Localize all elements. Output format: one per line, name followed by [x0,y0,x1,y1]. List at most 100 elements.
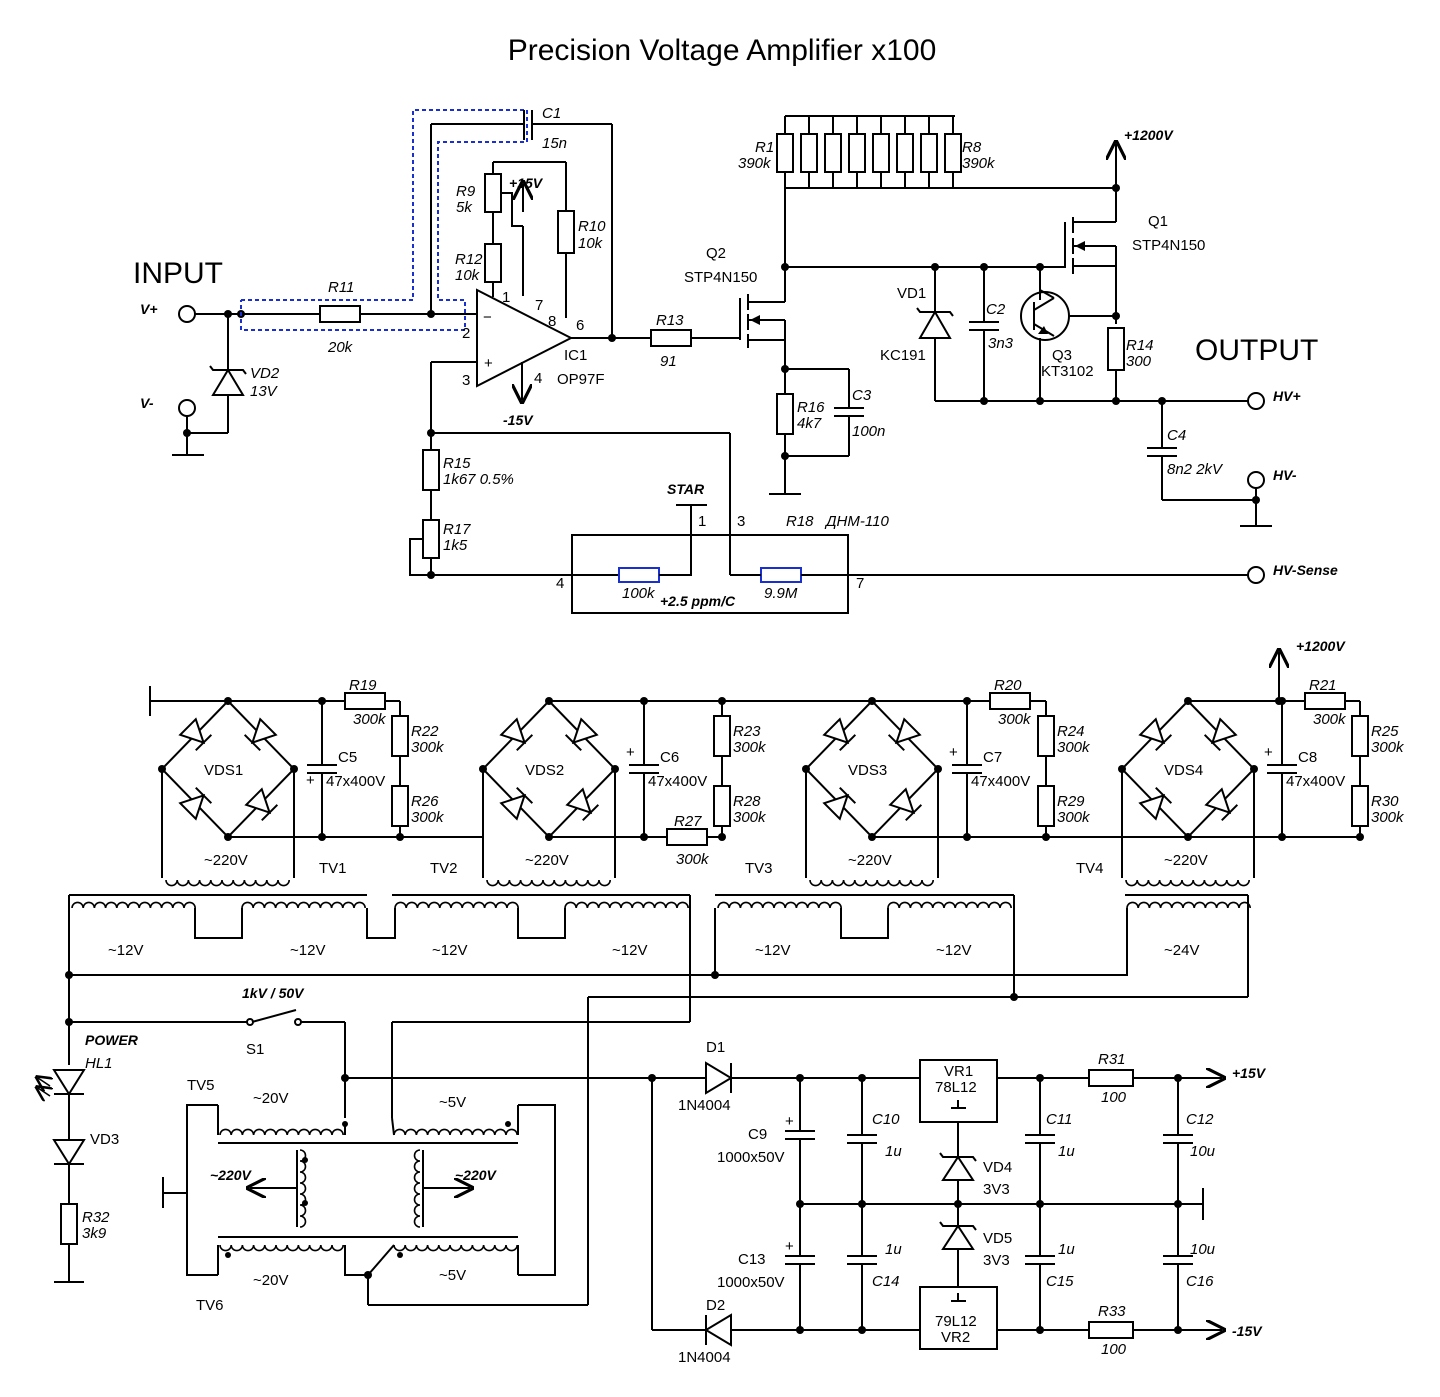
r9-value: 5k [456,199,473,216]
page-title: Precision Voltage Amplifier x100 [508,34,937,67]
r22-ref: R22 [411,723,439,740]
r30-ref: R30 [1371,793,1399,810]
vds1-d2 [250,717,278,745]
r12-ref: R12 [455,251,483,268]
c14-value: 1u [885,1241,902,1258]
svg-text:3: 3 [462,372,470,389]
mains-right-label: ~220V [455,1167,498,1183]
d2-value: 1N4004 [678,1349,731,1366]
r8-resistor [944,133,962,173]
vds2-d1 [499,717,527,745]
amplifier-section: INPUT V+ V- VD2 13V R11 20k C1 15 [133,105,1338,614]
r22-value: 300k [411,739,445,756]
svg-text:2: 2 [462,325,470,342]
svg-text:3: 3 [737,513,745,530]
svg-text:+: + [1264,744,1273,761]
c1-value: 15n [542,135,567,152]
svg-text:1: 1 [502,289,510,306]
vplus-label: V+ [140,301,158,317]
tv6-label: TV6 [196,1297,224,1314]
r31-resistor [1088,1069,1134,1087]
d1-ref: D1 [706,1039,725,1056]
r25-ref: R25 [1371,723,1399,740]
tv4-w24: ~24V [1126,901,1251,959]
r1-resistor [776,133,794,173]
vr1-ref: VR1 [944,1063,973,1080]
vr1-regulator [919,1059,998,1123]
tc-label: +2.5 ppm/C [660,593,736,609]
r20-resistor [989,692,1031,710]
r20-ref: R20 [994,677,1022,694]
vds1-d3 [178,793,206,821]
r25-resistor [1351,715,1369,757]
r21-resistor [1304,692,1346,710]
r32-value: 3k9 [82,1225,107,1242]
r27-ref: R27 [674,813,702,830]
power-label: POWER [85,1032,139,1048]
d1-diode [705,1061,733,1095]
tv3-w12-left: ~12V [717,901,842,959]
c4-ref: C4 [1167,427,1186,444]
tv4-w24-label: ~24V [1164,942,1199,959]
vds4-d3 [1138,793,1166,821]
hvsense-terminal[interactable] [1247,566,1265,584]
r15-ref: R15 [443,455,471,472]
plus1200-label-supply: +1200V [1296,638,1346,654]
vds3-d4 [888,787,916,815]
r18-ref: R18 [786,513,814,530]
c13-value: 1000x50V [717,1274,785,1291]
tv4-label: TV4 [1076,860,1104,877]
tv3-w12-right: ~12V [887,901,1012,959]
q3-value: KT3102 [1041,363,1094,380]
r29-value: 300k [1057,809,1091,826]
hvminus-terminal[interactable] [1247,471,1265,489]
vplus-terminal[interactable] [178,305,196,323]
vd5-value: 3V3 [983,1252,1010,1269]
vds3-sec-label: ~220V [848,852,892,869]
vds4-d2 [1210,717,1238,745]
d2-diode [704,1313,732,1347]
r11-ref: R11 [328,279,354,296]
svg-text:4: 4 [534,370,542,387]
tv5-w5: ~5V [439,1094,466,1111]
vminus-terminal[interactable] [178,399,196,417]
vds2-sec-label: ~220V [525,852,569,869]
ic1-ref: IC1 [564,347,587,364]
svg-text:8: 8 [548,313,556,330]
r23-ref: R23 [733,723,761,740]
hvplus-terminal[interactable] [1247,392,1265,410]
vd4-zener [941,1155,975,1181]
svg-text:+: + [484,355,493,372]
r8-value: 390k [962,155,996,172]
star-label: STAR [667,481,705,497]
svg-text:+: + [785,1238,794,1255]
tv2-w12-right: ~12V [564,901,689,959]
vd1-zener [918,309,952,339]
r9-ref: R9 [456,183,476,200]
vminus-label: V- [140,395,154,411]
r19-ref: R19 [349,677,377,694]
svg-text:7: 7 [856,575,864,592]
r14-ref: R14 [1126,337,1154,354]
c1-ref: C1 [542,105,561,122]
r24-ref: R24 [1057,723,1085,740]
r30-resistor [1351,785,1369,827]
vd5-zener [941,1224,975,1250]
r26-value: 300k [411,809,445,826]
vds1-label: VDS1 [204,762,243,779]
r15-value: 1k67 0.5% [443,471,514,488]
r31-value: 100 [1101,1089,1127,1106]
r28-resistor [713,785,731,827]
r14-value: 300 [1126,353,1152,370]
transformer-windings: ~12V~12V~12V~12V~12V~12V~24V [68,894,1251,1022]
q2-ref: Q2 [706,245,726,262]
c11-ref: C11 [1046,1111,1072,1128]
c12-ref: C12 [1186,1111,1214,1128]
vd5-ref: VD5 [983,1230,1012,1247]
q2-value: STP4N150 [684,269,757,286]
d2-ref: D2 [706,1297,725,1314]
vds4-d1 [1138,717,1166,745]
r22-resistor [391,715,409,757]
